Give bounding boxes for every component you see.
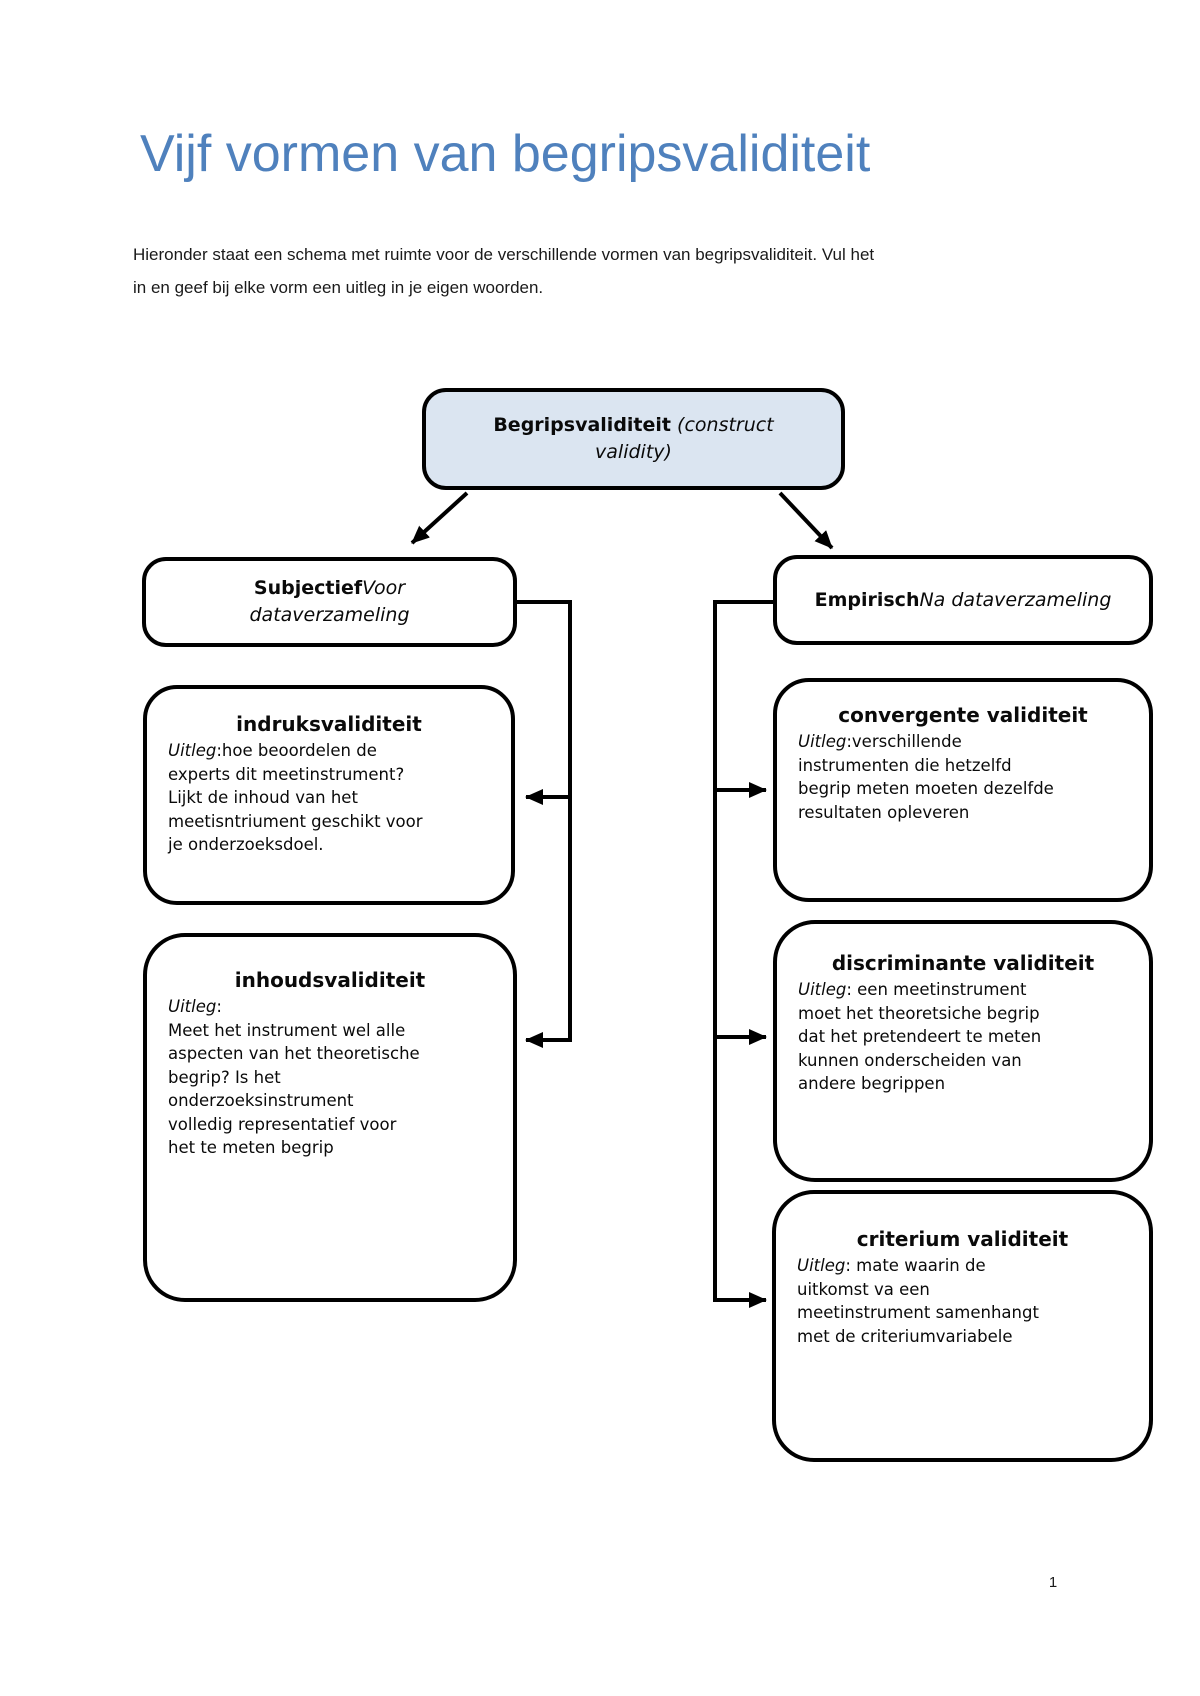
box-discriminante-validiteit: discriminante validiteit Uitleg: een mee… — [773, 920, 1153, 1182]
box-inhoudsvaliditeit-body: Uitleg: Meet het instrument wel alle asp… — [147, 994, 513, 1160]
uitleg-label: Uitleg — [798, 732, 847, 751]
intro-paragraph: Hieronder staat een schema met ruimte vo… — [133, 245, 875, 297]
connector-subjectief-trunk — [517, 600, 572, 1048]
box-empirisch-label-italic: Na dataverzameling — [919, 588, 1112, 611]
box-begripsvaliditeit-label: Begripsvaliditeit (construct validity) — [493, 412, 773, 466]
uitleg-label: Uitleg — [168, 741, 217, 760]
box-indruksvaliditeit-text: :hoe beoordelen de experts dit meetinstr… — [168, 741, 423, 854]
uitleg-label: Uitleg — [797, 1256, 846, 1275]
uitleg-label: Uitleg — [798, 980, 847, 999]
box-criterium-title: criterium validiteit — [856, 1227, 1069, 1251]
box-begripsvaliditeit: Begripsvaliditeit (construct validity) — [422, 388, 845, 490]
box-convergente-title: convergente validiteit — [838, 703, 1088, 727]
box-subjectief: SubjectiefVoor dataverzameling — [142, 557, 517, 647]
box-discriminante-title: discriminante validiteit — [831, 951, 1095, 975]
box-begripsvaliditeit-label-bold: Begripsvaliditeit — [493, 414, 671, 436]
box-empirisch-label-bold: Empirisch — [814, 588, 920, 611]
box-criterium-body: Uitleg: mate waarin de uitkomst va een m… — [776, 1253, 1149, 1348]
box-subjectief-label-bold: Subjectief — [253, 577, 363, 599]
box-indruksvaliditeit: indruksvaliditeit Uitleg:hoe beoordelen … — [143, 685, 515, 905]
box-inhoudsvaliditeit-colon: : — [216, 997, 222, 1016]
connector-empirisch-trunk — [713, 600, 773, 1308]
arrow-root-to-empirisch — [778, 491, 834, 550]
arrow-root-to-subjectief — [410, 491, 469, 545]
box-indruksvaliditeit-body: Uitleg:hoe beoordelen de experts dit mee… — [147, 738, 511, 857]
box-discriminante-body: Uitleg: een meetinstrument moet het theo… — [777, 977, 1149, 1096]
box-inhoudsvaliditeit-text: Meet het instrument wel alle aspecten va… — [168, 1020, 420, 1158]
box-subjectief-label-italic: Voor dataverzameling — [249, 577, 410, 626]
box-convergente-text: :verschillende instrumenten die hetzelfd… — [798, 732, 1054, 822]
box-subjectief-label: SubjectiefVoor dataverzameling — [249, 575, 409, 629]
box-discriminante-text: : een meetinstrument moet het theoretsic… — [798, 980, 1042, 1093]
box-convergente-validiteit: convergente validiteit Uitleg:verschille… — [773, 678, 1153, 902]
box-criterium-validiteit: criterium validiteit Uitleg: mate waarin… — [772, 1190, 1153, 1462]
box-inhoudsvaliditeit-title: inhoudsvaliditeit — [234, 968, 426, 992]
page-title: Vijf vormen van begripsvaliditeit — [140, 125, 871, 183]
box-begripsvaliditeit-label-italic: (construct validity) — [595, 414, 774, 463]
uitleg-label: Uitleg — [168, 997, 217, 1016]
box-empirisch-label: EmpirischNa dataverzameling — [815, 587, 1112, 614]
box-inhoudsvaliditeit: inhoudsvaliditeit Uitleg: Meet het instr… — [143, 933, 517, 1302]
page-number: 1 — [1048, 1574, 1058, 1591]
box-indruksvaliditeit-title: indruksvaliditeit — [236, 712, 422, 736]
box-criterium-text: : mate waarin de uitkomst va een meetins… — [797, 1256, 1039, 1346]
box-convergente-body: Uitleg:verschillende instrumenten die he… — [777, 729, 1149, 824]
box-empirisch: EmpirischNa dataverzameling — [773, 555, 1153, 645]
